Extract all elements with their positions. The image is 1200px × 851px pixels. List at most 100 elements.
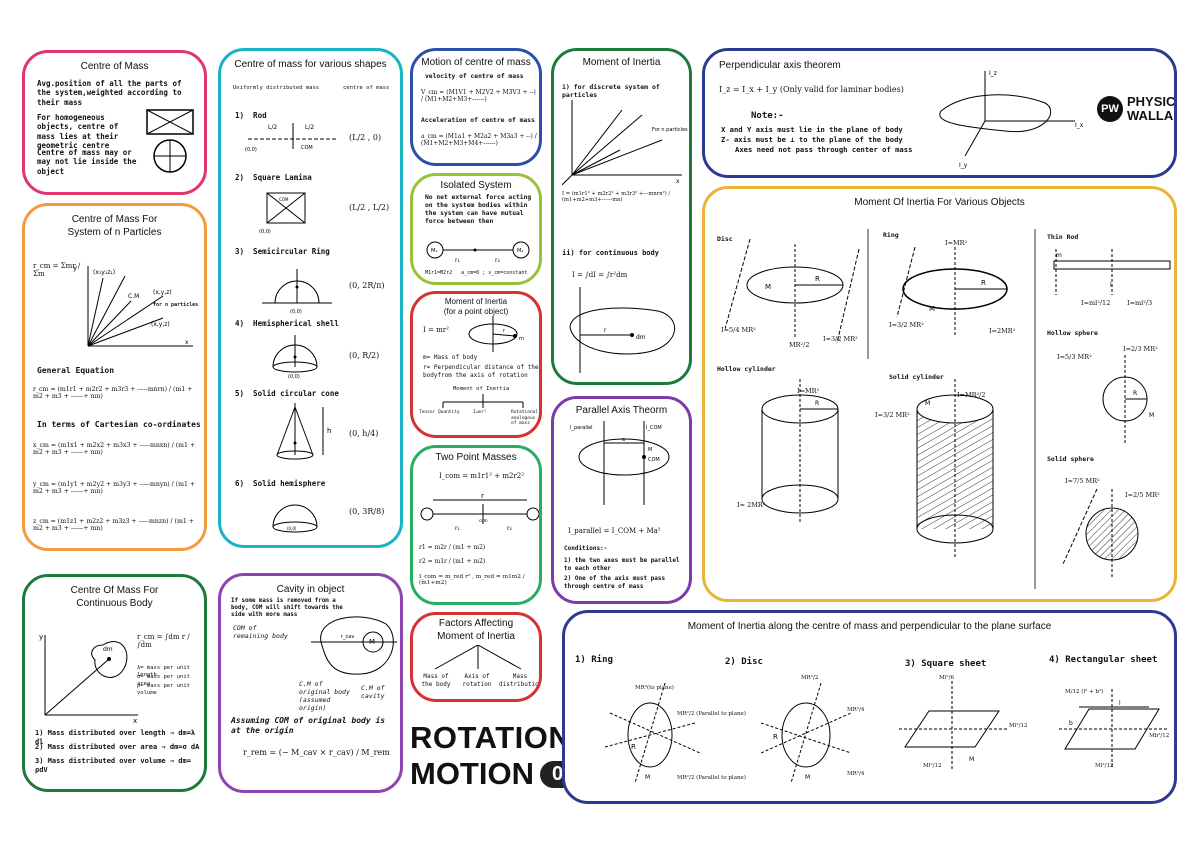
card-various-objects: Moment Of Inertia For Various Objects Di… — [702, 186, 1177, 602]
svg-text:L/2: L/2 — [268, 124, 277, 131]
continuous-heading: ii) for continuous body — [562, 249, 659, 257]
rod-label: 1) Rod — [235, 111, 267, 120]
svg-text:dm: dm — [636, 334, 646, 341]
point-rotation-diagram: rm — [468, 316, 524, 352]
solid-hemisphere-diagram: (0,0) — [272, 504, 318, 533]
svg-text:y: y — [39, 633, 43, 641]
svg-text:m: m — [519, 336, 524, 342]
title-line2: Continuous Body — [76, 597, 153, 609]
hollow-cylinder-diagram: R — [761, 379, 839, 524]
ring-val-1: I=MR² — [945, 239, 968, 247]
rect-val-a: M/12 (l² + b²) — [1065, 689, 1104, 695]
title-line1: Moment of Inertia — [444, 297, 508, 306]
disc-val-3: I=3/2 MR² — [823, 335, 858, 343]
solid-cylinder-diagram: M — [916, 379, 994, 559]
disc-val-a: MR²/2 — [801, 675, 819, 681]
svg-text:M: M — [969, 756, 974, 763]
brand-name: PHYSICSWALLAH — [1127, 95, 1174, 123]
title-line2: System of n Particles — [67, 226, 162, 238]
title-line1: Centre of Mass For — [71, 214, 158, 225]
ycm-eq: y_cm = (m1y1 + m2y2 + m3y3 + -----mnyn) … — [33, 481, 196, 495]
acc-heading: Acceleration of centre of mass — [421, 117, 535, 124]
r-def: r= Perpendicular distance of the bodyfro… — [423, 364, 542, 379]
svg-text:R: R — [981, 279, 986, 287]
svg-text:(0,0): (0,0) — [288, 374, 300, 379]
svg-text:m: m — [1056, 252, 1062, 259]
col-header-1: Uniformly distributed mass — [233, 85, 320, 91]
svg-text:M: M — [369, 638, 375, 646]
svg-text:r: r — [604, 327, 607, 334]
title-line2: MOTION — [410, 756, 534, 791]
brand-name-line2: WALLAH — [1127, 107, 1174, 123]
svg-text:(x₁y₁z₁): (x₁y₁z₁) — [93, 269, 115, 276]
note-2: Z- axis must be ⊥ to the plane of the bo… — [721, 135, 903, 144]
rcm-eq: r_cm = ∫dm r / ∫dm — [137, 633, 190, 649]
com-desc: Avg.position of all the parts of the sys… — [37, 79, 187, 107]
card-moment-of-inertia: Moment of Inertia i) for discrete system… — [551, 48, 692, 385]
svg-text:M: M — [648, 447, 652, 453]
general-eq: r_cm = (m1r1 + m2r2 + m3r3 + -----mnrn) … — [33, 386, 193, 400]
shape-icon — [146, 109, 194, 173]
com-homog: For homogeneous objects, centre of mass … — [37, 113, 123, 151]
svg-text:(0,0): (0,0) — [259, 229, 271, 235]
scyl-val-2: I=3/2 MR² — [875, 411, 910, 419]
svg-text:R: R — [815, 275, 820, 283]
sigma-def: σ= mass per unit area — [137, 674, 194, 687]
lamina-diagram: COM(0,0) — [259, 192, 306, 235]
card-perpendicular-axis: Perpendicular axis theorem I_z = I_x + I… — [702, 48, 1177, 178]
acm-eq: a_cm = (M1a1 + M2a2 + M3a3 + --) / (M1+M… — [421, 133, 537, 147]
card-centre-of-mass: Centre of Mass Avg.position of all the p… — [22, 50, 207, 195]
svg-text:I_COM: I_COM — [646, 425, 662, 431]
svg-text:(0,0): (0,0) — [245, 147, 257, 153]
svg-text:M: M — [925, 400, 930, 407]
rcm-formula: r_cm = Σmr / Σm — [33, 262, 81, 278]
hsph-val-2: I=5/3 MR² — [1057, 353, 1092, 361]
vcm-eq: V_cm = (M1V1 + M2V2 + M3V3 + --) / (M1+M… — [421, 89, 536, 103]
svg-text:r₂: r₂ — [495, 257, 500, 264]
icom-eq: I_com = m1r1² + m2r2² — [439, 472, 525, 480]
rod-val-2: I=ml²/3 — [1127, 299, 1153, 307]
tree-leaf-3: Rotational analogous of mass — [511, 410, 541, 427]
svg-text:r₁: r₁ — [455, 525, 460, 532]
card-title: Parallel Axis Theorm — [575, 405, 668, 416]
r1-eq: r1 = m2r / (m1 + m2) — [419, 544, 486, 551]
svg-text:I_parallel: I_parallel — [570, 425, 593, 431]
note: for n particles — [153, 302, 199, 308]
svg-text:I_z: I_z — [989, 70, 997, 77]
hollow-sphere-diagram: RM — [1102, 355, 1154, 445]
condition-1: 1) the two axes must be parallel to each… — [564, 557, 684, 572]
square-heading: 3) Square sheet — [905, 659, 987, 669]
svg-text:l: l — [1119, 700, 1121, 707]
card-title: Perpendicular axis theorem — [719, 60, 841, 71]
card-motion-com: Motion of centre of mass velocity of cen… — [410, 48, 542, 166]
hollow-cyl-label: Hollow cylinder — [717, 365, 776, 373]
svg-text:COM: COM — [648, 457, 660, 463]
hcyl-val-1: I=MR² — [797, 387, 820, 395]
ring-val-b: MR²/2 (Parallel to plane) — [677, 711, 746, 717]
ring-label: 3) Semicircular Ring — [235, 247, 330, 256]
svg-text:a: a — [622, 437, 625, 443]
rho-def: ρ= mass per unit volume — [137, 683, 194, 696]
cone-label: 5) Solid circular cone — [235, 389, 339, 398]
assume-text: Assuming COM of original body is at the … — [231, 716, 390, 735]
card-moi-point: Moment of Inertia(for a point object) I … — [410, 291, 542, 438]
svg-text:M₁: M₁ — [431, 248, 437, 254]
condition-2: 2) One of the axis must pass through cen… — [564, 575, 669, 590]
title-line2: (for a point object) — [443, 307, 509, 316]
svg-text:com: com — [479, 518, 488, 523]
icom-red-eq: I_com = m_red r² , m_red = m1m2 / (m1+m2… — [419, 574, 525, 586]
general-heading: General Equation — [37, 366, 115, 375]
rect-sheet-diagram: bl — [1059, 689, 1169, 769]
svg-text:r₂: r₂ — [507, 525, 512, 532]
svg-text:r: r — [481, 492, 484, 500]
svg-text:h: h — [327, 427, 331, 435]
shell-label: 4) Hemispherical shell — [235, 319, 339, 328]
mass-volume: 3) Mass distributed over volume ⇒ dm= ρd… — [35, 757, 196, 774]
card-two-point-masses: Two Point Masses I_com = m1r1² + m2r2² r… — [410, 445, 542, 605]
cone-diagram: h — [276, 403, 331, 460]
svg-text:dm: dm — [103, 646, 113, 653]
scyl-val-1: I=MR²/2 — [957, 391, 986, 399]
